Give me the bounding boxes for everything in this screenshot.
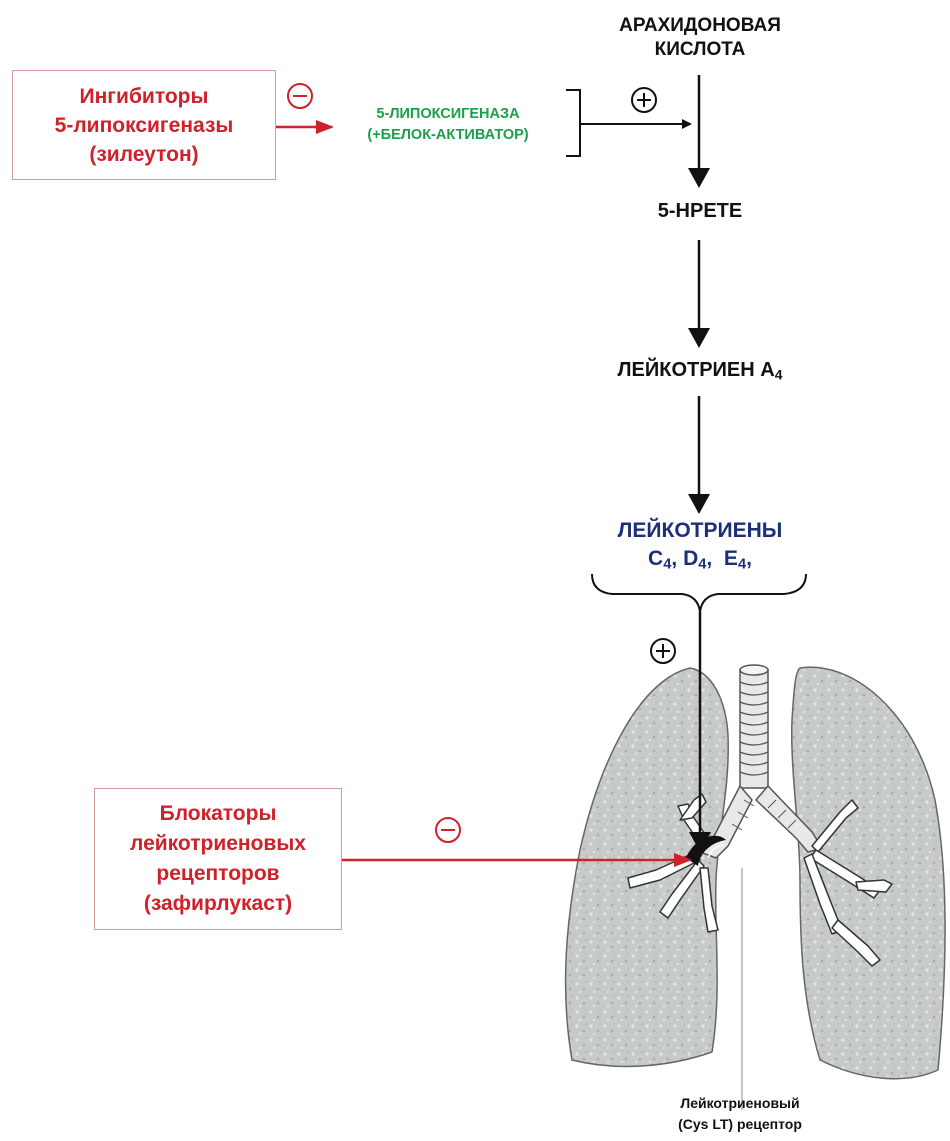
lt-e-sub: 4 xyxy=(738,557,746,573)
plus-icon xyxy=(651,639,675,663)
enzyme-bracket xyxy=(566,90,580,156)
leukotrienes-brace xyxy=(592,574,806,612)
lt-sep1: , xyxy=(671,547,683,570)
leukotrienes-title: ЛЕЙКОТРИЕНЫ xyxy=(560,517,840,545)
lt-sep2: , xyxy=(706,547,724,570)
inhibitor-5lo-line2: 5-липоксигеназы xyxy=(55,111,234,140)
lt-e: E xyxy=(724,547,738,570)
minus-icon xyxy=(436,818,460,842)
leukotrienes-list: C4, D4, E4, xyxy=(560,545,840,579)
substrate-line1: АРАХИДОНОВАЯ xyxy=(560,14,840,38)
inhibitor-5lo-line1: Ингибиторы xyxy=(80,82,209,111)
enzyme-label: 5-ЛИПОКСИГЕНАЗА (+БЕЛОК-АКТИВАТОР) xyxy=(330,104,566,146)
enzyme-line1: 5-ЛИПОКСИГЕНАЗА xyxy=(330,104,566,125)
substrate-label: АРАХИДОНОВАЯ КИСЛОТА xyxy=(560,14,840,62)
lt-d: D xyxy=(683,547,698,570)
blockers-line3: рецепторов xyxy=(156,859,279,889)
receptor-line2: (Cys LT) рецептор xyxy=(620,1114,860,1135)
lt-c: C xyxy=(648,547,663,570)
lta4-label: ЛЕЙКОТРИЕН A4 xyxy=(560,357,840,388)
inhibitor-5lo-line3: (зилеутон) xyxy=(89,140,198,169)
receptor-label: Лейкотриеновый (Cys LT) рецептор xyxy=(620,1093,860,1135)
hpete-label: 5-HPETE xyxy=(600,198,800,224)
enzyme-line2: (+БЕЛОК-АКТИВАТОР) xyxy=(330,125,566,146)
lt-sep3: , xyxy=(746,547,752,570)
substrate-line2: КИСЛОТА xyxy=(560,38,840,62)
blockers-line2: лейкотриеновых xyxy=(130,829,306,859)
trachea xyxy=(740,670,768,788)
lta4-text: ЛЕЙКОТРИЕН A xyxy=(617,359,774,381)
receptor-line1: Лейкотриеновый xyxy=(620,1093,860,1114)
minus-icon xyxy=(288,84,312,108)
blockers-line1: Блокаторы xyxy=(160,799,277,829)
leukotrienes-label: ЛЕЙКОТРИЕНЫ C4, D4, E4, xyxy=(560,517,840,579)
plus-icon xyxy=(632,88,656,112)
blockers-line4: (зафирлукаст) xyxy=(144,889,292,919)
inhibitor-5lo-box: Ингибиторы 5-липоксигеназы (зилеутон) xyxy=(12,70,276,180)
lta4-sub: 4 xyxy=(775,367,783,383)
blockers-box: Блокаторы лейкотриеновых рецепторов (заф… xyxy=(94,788,342,930)
